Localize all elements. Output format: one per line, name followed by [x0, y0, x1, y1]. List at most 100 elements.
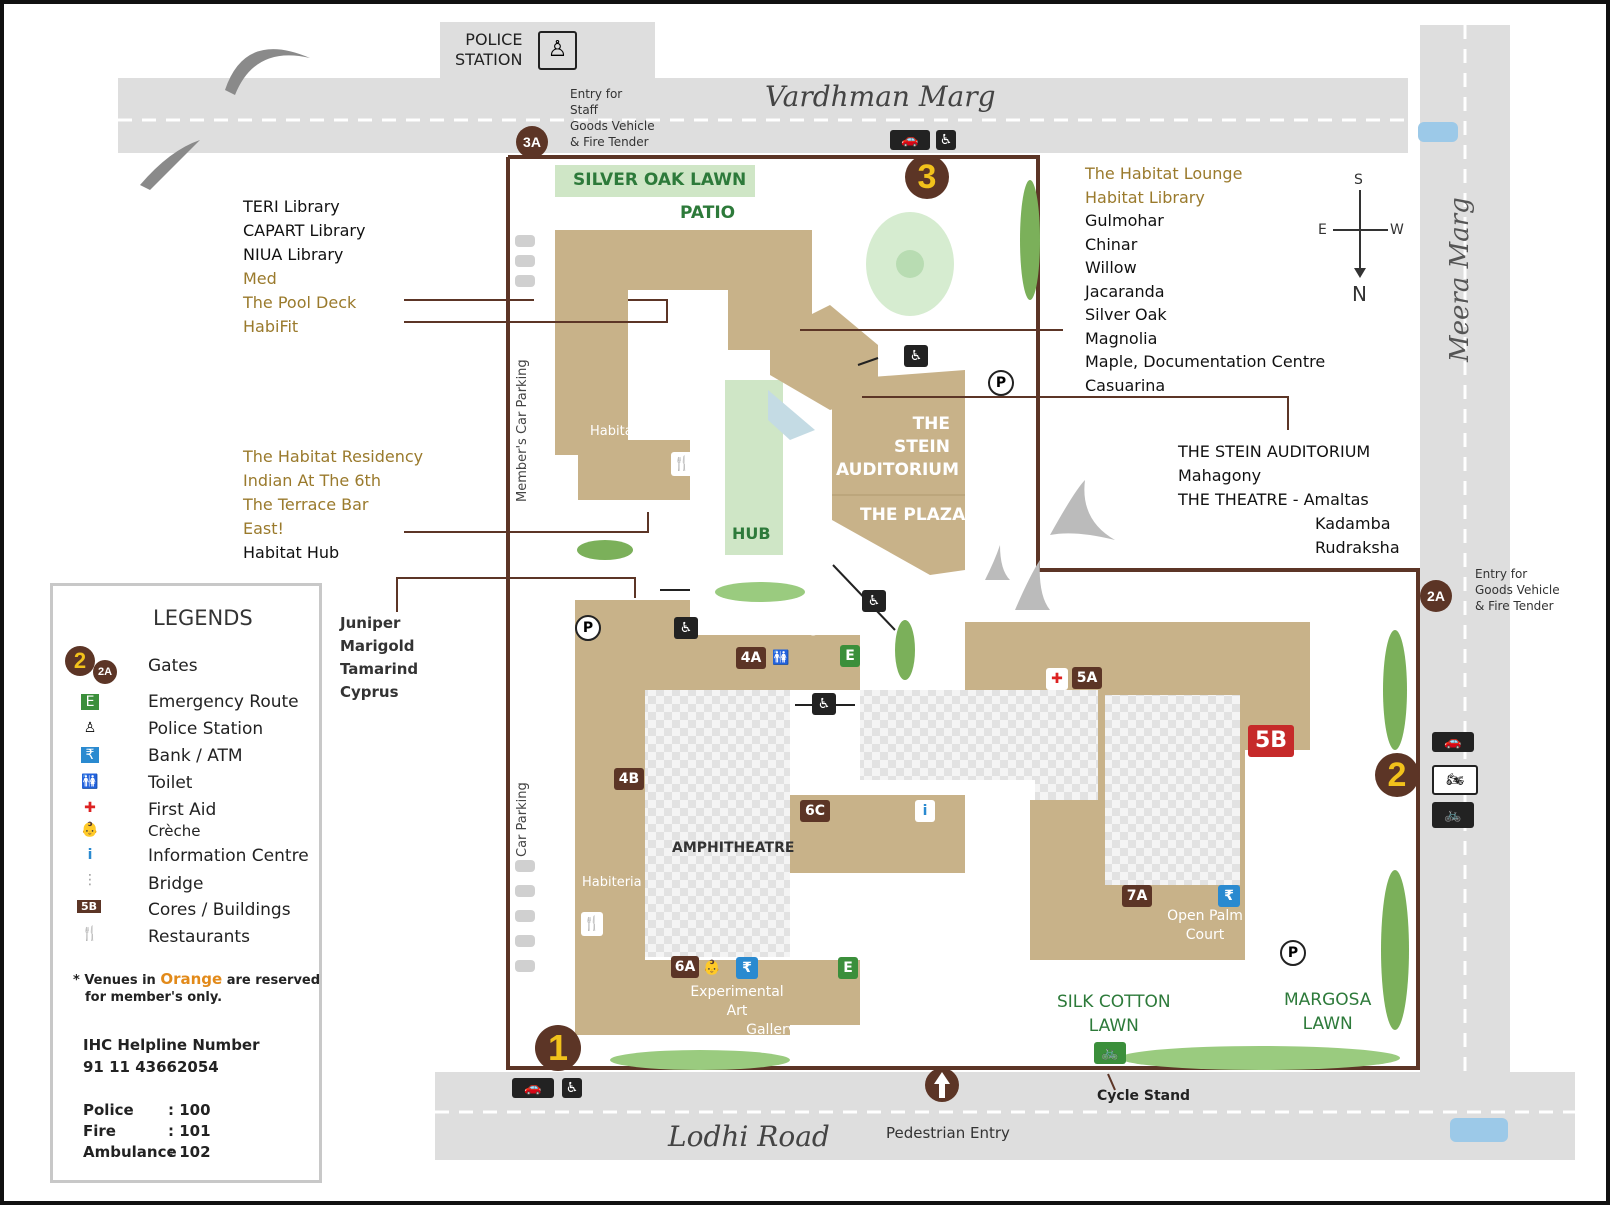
- lounge-list: The Habitat Lounge Habitat Library Gulmo…: [1085, 162, 1325, 397]
- parking-icon: P: [988, 370, 1014, 396]
- amphitheatre-courtyard: [645, 672, 790, 957]
- first-aid-icon: ✚: [84, 800, 96, 816]
- bridge-icon: ⋮: [83, 872, 97, 888]
- core-7a[interactable]: 7A: [1122, 885, 1152, 907]
- venue-item: Juniper: [340, 614, 401, 632]
- legend-first-aid: First Aid: [148, 800, 217, 820]
- emergency-route-icon: E: [838, 957, 858, 979]
- venue-item: Cyprus: [340, 683, 399, 701]
- police-station-icon: ♙: [538, 31, 577, 70]
- venue-item: Mahagony: [1178, 466, 1262, 485]
- bridge-area: [860, 690, 1035, 780]
- gate-2a[interactable]: 2A: [1420, 580, 1452, 612]
- venue-item: Marigold: [340, 637, 415, 655]
- gate-3[interactable]: 3: [905, 155, 949, 199]
- venue-item: Casuarina: [1085, 375, 1166, 395]
- bank-atm-icon: ₹: [1218, 885, 1240, 907]
- car-parking-label: Car Parking: [515, 782, 530, 857]
- legend-restaurants: Restaurants: [148, 927, 250, 947]
- motorbike-icon: 🏍: [1432, 765, 1478, 795]
- creche-icon: 👶: [81, 822, 99, 838]
- compass-w: W: [1390, 222, 1404, 238]
- car-icon: [1418, 122, 1458, 142]
- hub-label: HUB: [732, 524, 771, 543]
- gate-1[interactable]: 1: [535, 1025, 581, 1071]
- core-6a[interactable]: 6A: [671, 956, 699, 978]
- cycle-stand-icon: 🚲: [1094, 1042, 1126, 1064]
- restaurant-icon: 🍴: [81, 926, 99, 942]
- creche-icon: 👶: [703, 960, 721, 976]
- venue-item: Silver Oak: [1085, 305, 1167, 324]
- venue-item: Med: [243, 269, 277, 288]
- bird-icon: [140, 140, 200, 190]
- toilet-icon: 🚻: [772, 650, 790, 666]
- emergency-police-value: : 100: [168, 1101, 211, 1119]
- gate-2[interactable]: 2: [1375, 753, 1419, 797]
- venue-item: Rudraksha: [1315, 538, 1400, 557]
- compass-e: E: [1318, 222, 1327, 238]
- emergency-route-icon: E: [840, 645, 860, 667]
- road-name-north: Vardhman Marg: [765, 80, 996, 113]
- wheelchair-icon: ♿: [674, 617, 698, 639]
- first-aid-icon: ✚: [1046, 668, 1068, 690]
- wheelchair-icon: ♿: [812, 693, 836, 715]
- core-4b[interactable]: 4B: [614, 768, 644, 790]
- venue-item: Gulmohar: [1085, 211, 1164, 230]
- car-entry-icon: 🚗: [1432, 732, 1474, 752]
- venue-item: THE THEATRE - Amaltas: [1178, 490, 1369, 509]
- parking-icon: P: [575, 615, 601, 641]
- venue-item: The Pool Deck: [243, 293, 357, 312]
- stein-list: THE STEIN AUDITORIUM Mahagony THE THEATR…: [1178, 440, 1400, 560]
- legend-bridge: Bridge: [148, 874, 204, 894]
- helpline-number: 91 11 43662054: [83, 1058, 219, 1076]
- bird-icon: [985, 545, 1010, 580]
- pedestrian-entry-label: Pedestrian Entry: [886, 1124, 1010, 1142]
- core-5a[interactable]: 5A: [1072, 667, 1102, 689]
- compass-n: N: [1352, 282, 1367, 306]
- legend-creche: Crèche: [148, 822, 201, 840]
- legend-information-centre: Information Centre: [148, 846, 309, 866]
- juniper-list: Juniper Marigold Tamarind Cyprus: [340, 612, 418, 704]
- stein-auditorium-label: THE STEIN AUDITORIUM: [835, 414, 960, 480]
- road-name-east: Meera Marg: [1445, 197, 1475, 362]
- venue-item: NIUA Library: [243, 245, 344, 264]
- emergency-fire-value: : 101: [168, 1122, 211, 1140]
- venue-item: Indian At The 6th: [243, 471, 381, 490]
- wheelchair-icon: ♿: [862, 590, 886, 612]
- road-vardhman-marg: [118, 78, 1408, 153]
- campus-boundary: [506, 155, 1420, 1070]
- patio-label: PATIO: [680, 203, 736, 223]
- venue-item: The Habitat Residency: [243, 447, 424, 466]
- wheelchair-icon: ♿: [562, 1078, 582, 1098]
- venue-item: Tamarind: [340, 660, 419, 678]
- emergency-route-icon: E: [81, 694, 99, 710]
- core-4a[interactable]: 4A: [736, 647, 766, 669]
- legend-cores-buildings: Cores / Buildings: [148, 900, 291, 920]
- gates-icon: 2A: [93, 660, 117, 684]
- helpline-title: IHC Helpline Number: [83, 1036, 260, 1054]
- core-5b[interactable]: 5B: [1248, 725, 1294, 757]
- venue-item: HabiFit: [243, 317, 299, 336]
- legend-note: * Venues in Orange are reserved: [73, 970, 321, 988]
- bank-atm-icon: ₹: [81, 747, 99, 763]
- residency-list: The Habitat Residency Indian At The 6th …: [243, 445, 423, 565]
- core-6c[interactable]: 6C: [800, 800, 830, 822]
- legend-emergency-route: Emergency Route: [148, 692, 299, 712]
- gate-3a[interactable]: 3A: [516, 126, 548, 158]
- plaza-label: THE PLAZA: [860, 505, 966, 525]
- venue-item: Willow: [1085, 258, 1137, 277]
- venue-item: The Habitat Lounge: [1085, 164, 1243, 183]
- venue-item: The Terrace Bar: [243, 495, 369, 514]
- bird-icon: [225, 49, 310, 95]
- venue-item: Magnolia: [1085, 328, 1158, 348]
- bird-icon: [1050, 480, 1115, 540]
- legend-title: LEGENDS: [153, 606, 253, 630]
- cycle-stand-label: Cycle Stand: [1097, 1088, 1191, 1104]
- car-entry-icon: 🚗: [512, 1078, 554, 1098]
- legend-note-2: for member's only.: [85, 990, 223, 1005]
